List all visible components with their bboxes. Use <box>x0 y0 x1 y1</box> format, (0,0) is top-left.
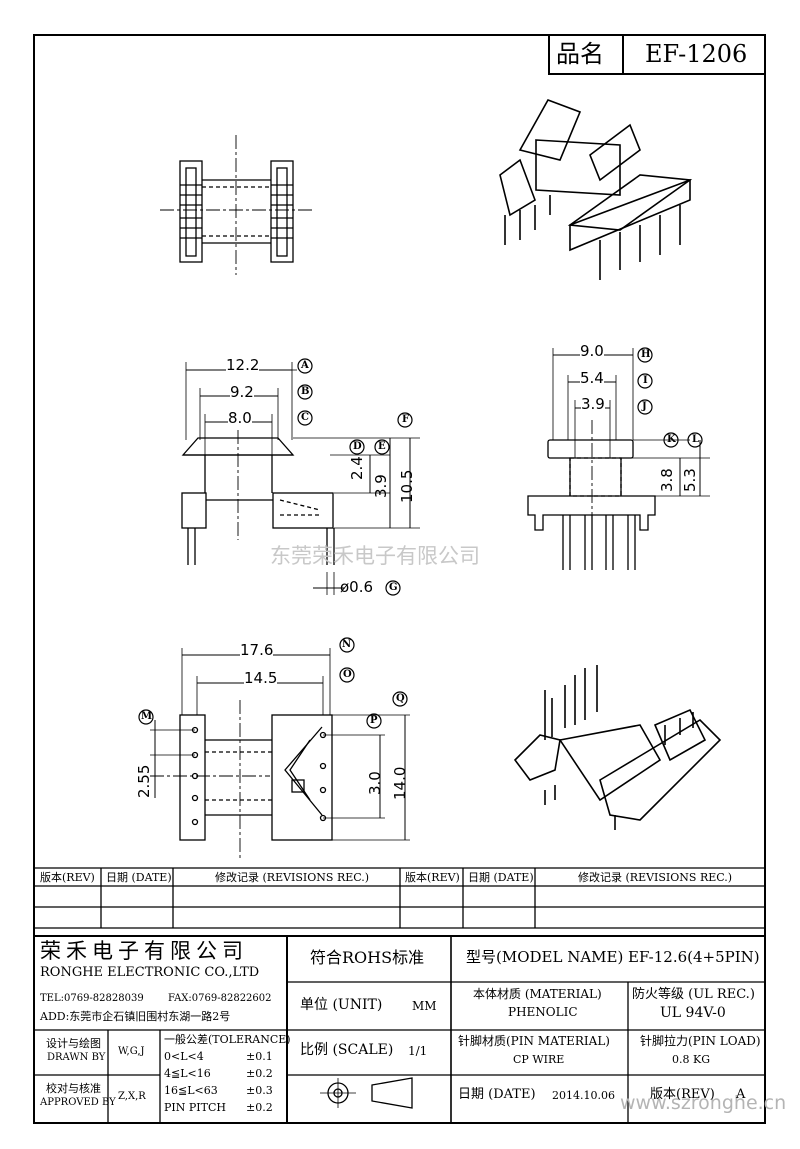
dim-i: 5.4 <box>580 369 604 387</box>
design-label-cn: 设计与绘图 <box>46 1037 101 1050</box>
pin-load-value: 0.8 KG <box>672 1053 710 1066</box>
dim-j: 3.9 <box>581 395 605 413</box>
rev-header-right: 版本(REV) <box>405 871 460 884</box>
side-view <box>527 348 710 570</box>
design-label-en: DRAWN BY <box>47 1052 106 1063</box>
rohs-label: 符合ROHS标准 <box>310 948 425 967</box>
scale-label: 比例 (SCALE) <box>300 1042 394 1058</box>
tolerance-title: 一般公差(TOLERANCE) <box>164 1033 291 1046</box>
dim-o: 14.5 <box>244 669 278 687</box>
marker-f: F <box>402 414 410 425</box>
date-value: 2014.10.06 <box>552 1089 615 1102</box>
check-label-en: APPROVED BY <box>40 1097 116 1108</box>
company-tel: TEL:0769-82828039 <box>40 993 144 1004</box>
dim-f: 10.5 <box>398 469 416 503</box>
marker-o: O <box>343 669 352 680</box>
marker-h: H <box>641 349 651 360</box>
dim-d: 2.4 <box>348 456 366 480</box>
header-bottom <box>548 73 766 75</box>
dim-b: 9.2 <box>230 383 254 401</box>
watermark-corner: www.szronghe.cn <box>620 1092 787 1114</box>
marker-circles <box>138 347 703 729</box>
marker-k: K <box>667 434 676 445</box>
dim-h: 9.0 <box>580 342 604 360</box>
check-label-cn: 校对与核准 <box>46 1082 101 1095</box>
marker-n: N <box>342 639 352 650</box>
rec-header-right: 修改记录 (REVISIONS REC.) <box>578 871 733 884</box>
pin-load-label: 针脚拉力(PIN LOAD) <box>640 1034 761 1048</box>
watermark-center: 东莞荣禾电子有限公司 <box>270 544 480 568</box>
designer: W,G,J <box>118 1046 145 1057</box>
tol-val-2: ±0.2 <box>246 1067 273 1080</box>
marker-g: G <box>389 582 398 593</box>
isometric-view-bottom <box>513 665 722 830</box>
marker-d: D <box>353 441 362 452</box>
checker: Z,X,R <box>118 1091 146 1102</box>
title-block-lines <box>35 867 765 1124</box>
top-view <box>160 135 315 275</box>
header-divider <box>622 34 624 74</box>
tol-range-3: 16≦L<63 <box>164 1084 218 1097</box>
marker-i: I <box>643 375 648 386</box>
fire-label: 防火等级 (UL REC.) <box>632 987 755 1002</box>
material-label: 本体材质 (MATERIAL) <box>473 987 602 1001</box>
dim-pin-diameter: ø0.6 <box>340 578 374 596</box>
dim-n: 17.6 <box>240 641 274 659</box>
front-view <box>181 362 420 595</box>
unit-label: 单位 (UNIT) <box>300 997 383 1013</box>
rev-header-left: 版本(REV) <box>40 871 95 884</box>
pin-material-label: 针脚材质(PIN MATERIAL) <box>458 1034 610 1048</box>
pin-name-label: 品名 <box>556 40 604 68</box>
drawing-frame <box>33 34 766 1124</box>
date-header-right: 日期 (DATE) <box>468 871 534 884</box>
tol-range-2: 4≦L<16 <box>164 1067 211 1080</box>
material-value: PHENOLIC <box>508 1005 578 1019</box>
dim-top-width: 12.2 <box>226 356 260 374</box>
isometric-view-top <box>499 99 693 280</box>
dim-k: 3.8 <box>658 468 676 492</box>
marker-a: A <box>301 360 309 371</box>
marker-j: J <box>642 401 647 412</box>
company-name-en: RONGHE ELECTRONIC CO.,LTD <box>40 965 260 980</box>
tol-val-1: ±0.1 <box>246 1050 273 1063</box>
scale-value: 1/1 <box>408 1044 428 1058</box>
bottom-view <box>150 648 410 860</box>
marker-c: C <box>301 412 309 423</box>
company-name-cn: 荣禾电子有限公司 <box>40 939 248 963</box>
pin-material-value: CP WIRE <box>513 1053 565 1066</box>
model-label: 型号(MODEL NAME) <box>466 948 624 966</box>
company-fax: FAX:0769-82822602 <box>168 993 272 1004</box>
tol-val-3: ±0.3 <box>246 1084 273 1097</box>
rev-label: 版本(REV) <box>650 1087 715 1102</box>
date-header-left: 日期 (DATE) <box>106 871 172 884</box>
tol-range-1: 0<L<4 <box>164 1050 204 1063</box>
dim-m: 2.55 <box>135 764 153 798</box>
header-divider <box>548 34 550 74</box>
marker-m: M <box>141 711 153 722</box>
marker-l: L <box>692 434 700 445</box>
dim-c: 8.0 <box>228 409 252 427</box>
tol-range-4: PIN PITCH <box>164 1101 226 1114</box>
fire-value: UL 94V-0 <box>660 1005 726 1021</box>
model-value: EF-12.6(4+5PIN) <box>628 948 760 966</box>
dim-q: 14.0 <box>391 766 409 800</box>
dim-l: 5.3 <box>681 468 699 492</box>
date-label: 日期 (DATE) <box>458 1087 536 1102</box>
part-number: EF-1206 <box>645 40 748 68</box>
rev-value: A <box>736 1087 746 1102</box>
marker-q: Q <box>396 693 405 704</box>
marker-b: B <box>301 386 310 397</box>
marker-p: P <box>370 715 378 726</box>
marker-e: E <box>378 441 386 452</box>
unit-value: MM <box>412 999 437 1013</box>
dim-p: 3.0 <box>366 771 384 795</box>
company-address: ADD:东莞市企石镇旧围村东湖一路2号 <box>40 1010 231 1023</box>
tol-val-4: ±0.2 <box>246 1101 273 1114</box>
dim-e: 3.9 <box>372 474 390 498</box>
rec-header-left: 修改记录 (REVISIONS REC.) <box>215 871 370 884</box>
